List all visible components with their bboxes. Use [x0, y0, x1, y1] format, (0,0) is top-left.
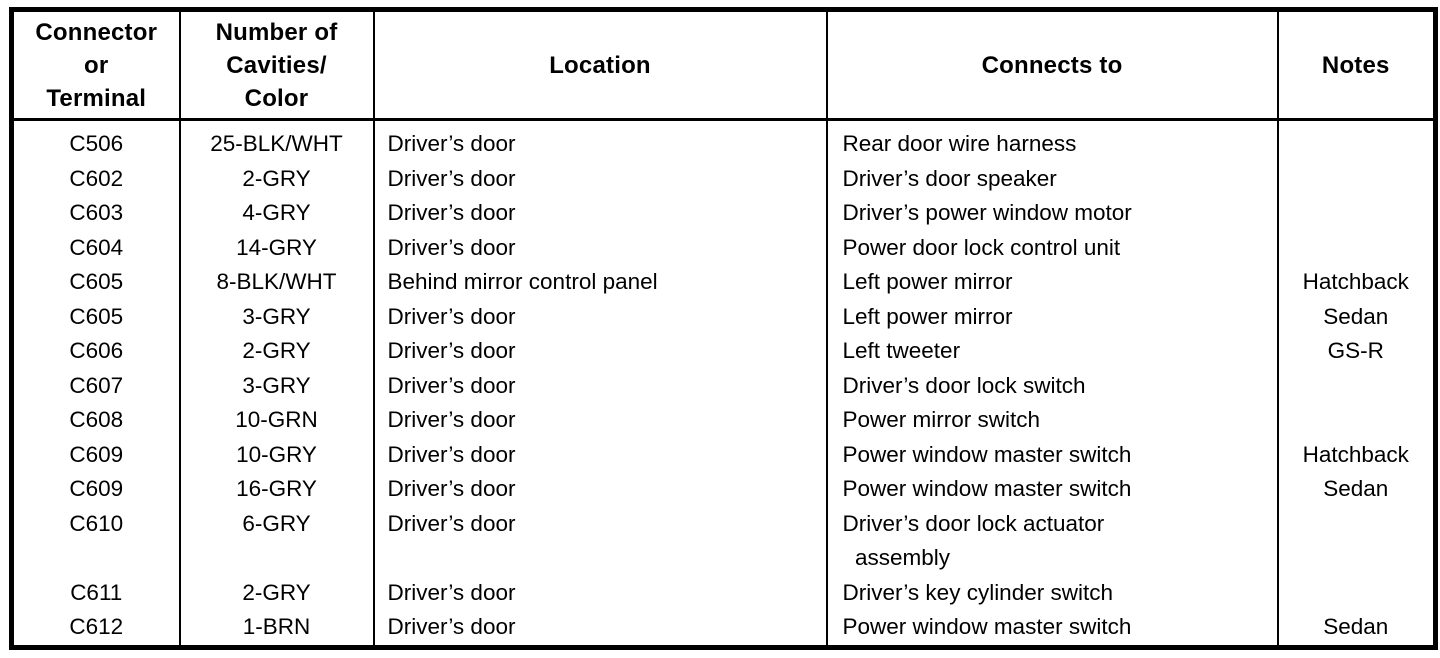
- cell-connector: C612: [69, 614, 124, 640]
- connector-table: Connector or Terminal Number of Cavities…: [9, 7, 1438, 650]
- cell-cavities-color: 25-BLK/WHT: [178, 119, 374, 162]
- cell-connects-to: Left tweeter: [825, 334, 1278, 369]
- cell-location: Driver’s door: [372, 403, 827, 438]
- table-row: C605 8-BLK/WHT Behind mirror control pan…: [12, 265, 1436, 300]
- column-header-connects-to: Connects to: [825, 9, 1278, 121]
- header-row: Connector or Terminal Number of Cavities…: [11, 9, 1436, 121]
- cell-connector: C603: [69, 200, 124, 226]
- cell-connector: C606: [69, 338, 124, 364]
- cell-cavities-color: 2-GRY: [178, 161, 374, 197]
- cell-connector: C609: [69, 476, 124, 502]
- cell-location: Behind mirror control panel: [372, 265, 827, 300]
- cell-notes: [1276, 119, 1436, 162]
- column-header-notes: Notes: [1276, 9, 1436, 121]
- cell-connects-to: Power window master switch: [825, 610, 1278, 648]
- cell-connects-to: Power window master switch: [825, 437, 1278, 473]
- cell-location: Driver’s door: [372, 119, 827, 162]
- table-row: C610 6-GRY Driver’s door Driver’s door l…: [12, 506, 1436, 576]
- table-row: C609 16-GRY Driver’s door Power window m…: [12, 472, 1436, 507]
- cell-connector: C506: [69, 131, 124, 156]
- cell-connects-to: Driver’s door lock actuator assembly: [825, 506, 1278, 576]
- cell-location: Driver’s door: [372, 610, 827, 648]
- cell-location: Driver’s door: [372, 299, 827, 335]
- table-body: C506 25-BLK/WHT Driver’s door Rear door …: [12, 119, 1436, 648]
- column-header-connector: Connector or Terminal: [11, 9, 180, 121]
- cell-notes: [1276, 575, 1436, 611]
- cell-connector: C604: [69, 234, 124, 260]
- cell-location: Driver’s door: [372, 334, 827, 369]
- cell-notes: Hatchback: [1276, 437, 1436, 473]
- cell-cavities-color: 16-GRY: [178, 472, 374, 507]
- table-row: C606 2-GRY Driver’s door Left tweeter GS…: [12, 334, 1436, 369]
- cell-connects-to: Driver’s door lock switch: [825, 368, 1278, 404]
- cell-notes: [1276, 230, 1436, 266]
- table-row: C605 3-GRY Driver’s door Left power mirr…: [12, 299, 1436, 335]
- table-row: C603 4-GRY Driver’s door Driver’s power …: [12, 196, 1436, 231]
- cell-location: Driver’s door: [372, 368, 827, 404]
- cell-notes: [1276, 196, 1436, 231]
- cell-connector: C608: [69, 407, 124, 433]
- cell-notes: Sedan: [1276, 610, 1436, 648]
- cell-notes: GS-R: [1276, 334, 1436, 369]
- cell-cavities-color: 10-GRY: [178, 437, 374, 473]
- cell-connector: C611: [70, 579, 123, 605]
- column-header-cavities-color: Number of Cavities/ Color: [178, 9, 374, 121]
- cell-cavities-color: 3-GRY: [178, 299, 374, 335]
- cell-location: Driver’s door: [372, 161, 827, 197]
- cell-connects-to: Power door lock control unit: [825, 230, 1278, 266]
- cell-cavities-color: 3-GRY: [178, 368, 374, 404]
- column-header-location: Location: [372, 9, 827, 121]
- table-row: C607 3-GRY Driver’s door Driver’s door l…: [12, 368, 1436, 404]
- table-row: C608 10-GRN Driver’s door Power mirror s…: [12, 403, 1436, 438]
- cell-cavities-color: 14-GRY: [178, 230, 374, 266]
- cell-connects-to: Driver’s door speaker: [825, 161, 1278, 197]
- cell-cavities-color: 8-BLK/WHT: [178, 265, 374, 300]
- cell-notes: [1276, 368, 1436, 404]
- cell-connector: C605: [69, 303, 124, 329]
- cell-location: Driver’s door: [372, 230, 827, 266]
- cell-notes: Sedan: [1276, 472, 1436, 507]
- cell-notes: [1276, 403, 1436, 438]
- cell-location: Driver’s door: [372, 506, 827, 576]
- cell-connects-to: Rear door wire harness: [825, 119, 1278, 162]
- cell-cavities-color: 6-GRY: [178, 506, 374, 576]
- table-header: Connector or Terminal Number of Cavities…: [11, 9, 1436, 121]
- table-row: C612 1-BRN Driver’s door Power window ma…: [12, 610, 1436, 648]
- cell-connects-to: Power window master switch: [825, 472, 1278, 507]
- cell-connector: C607: [69, 372, 124, 398]
- cell-cavities-color: 10-GRN: [178, 403, 374, 438]
- cell-connector: C610: [69, 510, 124, 536]
- cell-location: Driver’s door: [372, 472, 827, 507]
- table-row: C611 2-GRY Driver’s door Driver’s key cy…: [12, 575, 1436, 611]
- table-row: C602 2-GRY Driver’s door Driver’s door s…: [12, 161, 1436, 197]
- cell-cavities-color: 4-GRY: [178, 196, 374, 231]
- table-row: C609 10-GRY Driver’s door Power window m…: [12, 437, 1436, 473]
- cell-cavities-color: 2-GRY: [178, 334, 374, 369]
- cell-location: Driver’s door: [372, 575, 827, 611]
- cell-connects-to: Left power mirror: [825, 299, 1278, 335]
- cell-notes: [1276, 161, 1436, 197]
- cell-cavities-color: 2-GRY: [178, 575, 374, 611]
- cell-location: Driver’s door: [372, 437, 827, 473]
- cell-connector: C609: [69, 441, 124, 467]
- cell-location: Driver’s door: [372, 196, 827, 231]
- cell-notes: [1276, 506, 1436, 576]
- cell-notes: Sedan: [1276, 299, 1436, 335]
- cell-connects-to: Left power mirror: [825, 265, 1278, 300]
- cell-connector: C605: [69, 269, 124, 295]
- table-row: C604 14-GRY Driver’s door Power door loc…: [12, 230, 1436, 266]
- cell-cavities-color: 1-BRN: [178, 610, 374, 648]
- cell-connects-to: Power mirror switch: [825, 403, 1278, 438]
- cell-connects-to: Driver’s key cylinder switch: [825, 575, 1278, 611]
- cell-connects-to: Driver’s power window motor: [825, 196, 1278, 231]
- cell-notes: Hatchback: [1276, 265, 1436, 300]
- cell-connector: C602: [69, 165, 124, 191]
- table-row: C506 25-BLK/WHT Driver’s door Rear door …: [12, 119, 1436, 162]
